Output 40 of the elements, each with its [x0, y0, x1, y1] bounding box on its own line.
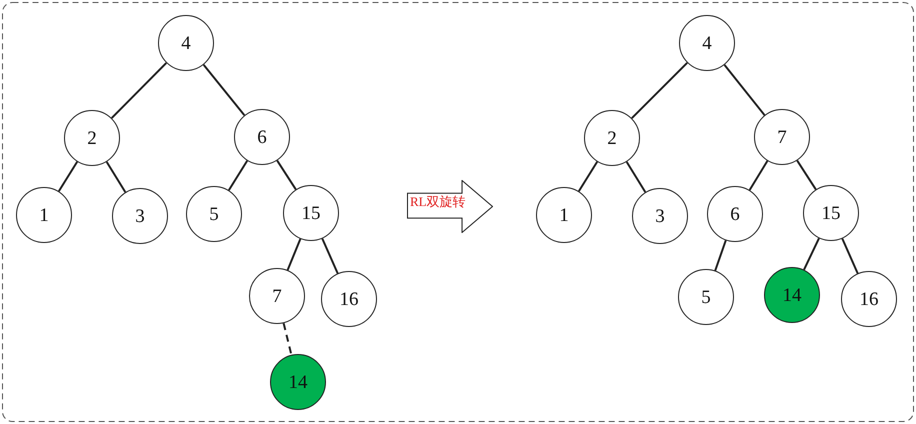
tree-edge [626, 161, 646, 193]
node-circle: 6 [234, 109, 290, 165]
node-circle: 4 [158, 15, 214, 71]
node-circle: 7 [249, 268, 305, 324]
highlighted-node-circle: 14 [764, 267, 820, 323]
node-circle: 15 [283, 185, 339, 241]
node-circle: 16 [321, 271, 377, 327]
node-circle: 3 [632, 188, 688, 244]
highlighted-node-circle: 14 [270, 354, 326, 410]
node-circle: 16 [841, 271, 897, 327]
node-circle: 2 [64, 110, 120, 166]
tree-edge [106, 161, 126, 193]
tree-edge [578, 161, 598, 192]
tree-edge [286, 238, 302, 270]
tree-edge [841, 238, 859, 274]
node-circle: 3 [112, 188, 168, 244]
tree-edge [796, 160, 817, 190]
node-circle: 15 [803, 185, 859, 241]
node-circle: 2 [584, 110, 640, 166]
tree-edge [714, 240, 727, 271]
node-circle: 4 [679, 15, 735, 71]
node-circle: 5 [678, 269, 734, 325]
tree-edge [110, 62, 168, 119]
tree-edge [58, 161, 78, 192]
node-circle: 1 [16, 187, 72, 243]
arrow-label: RL双旋转 [410, 195, 466, 208]
tree-edge [276, 160, 297, 190]
tree-edge [228, 160, 248, 191]
dashed-tree-edge [282, 322, 292, 356]
node-circle: 1 [536, 187, 592, 243]
tree-edge [321, 238, 339, 274]
node-circle: 6 [707, 186, 763, 242]
node-circle: 7 [754, 109, 810, 165]
tree-edge [724, 64, 766, 116]
tree-edge [748, 160, 768, 191]
node-circle: 5 [186, 186, 242, 242]
block-arrow [407, 180, 493, 233]
tree-edge [803, 238, 820, 270]
tree-edge [202, 64, 246, 116]
tree-edge [631, 62, 688, 119]
